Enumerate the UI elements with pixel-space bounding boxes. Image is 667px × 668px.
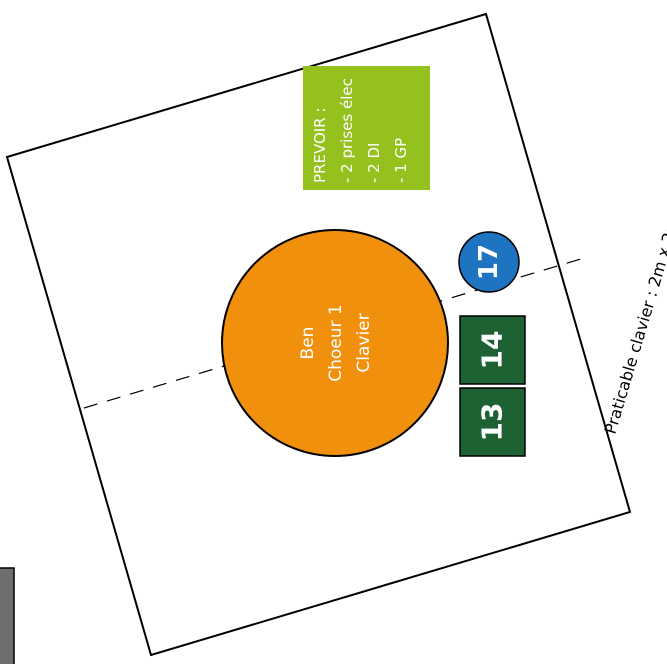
marker-13-box (459, 387, 526, 457)
performer-role: Choeur 1 (326, 304, 346, 382)
marker-14-box (459, 315, 526, 385)
performer-instrument: Clavier (354, 313, 374, 372)
prevoir-item-di: - 2 DI (365, 143, 383, 183)
marker-17-circle (458, 231, 520, 293)
riser-caption: Praticable clavier : 2m x 2m x 0,3m (env… (601, 108, 667, 436)
marker-17-label: 17 (474, 244, 504, 280)
marker-14-label: 14 (476, 331, 509, 370)
prevoir-item-power: - 2 prises élec (338, 78, 356, 183)
performer-circle (221, 229, 449, 457)
performer-name: Ben (298, 327, 318, 360)
prevoir-item-gp: - 1 GP (392, 138, 410, 183)
performer-label: Ben Choeur 1 Clavier (298, 304, 374, 382)
prevoir-box (303, 66, 430, 190)
side-box (0, 567, 15, 668)
marker-13-label: 13 (476, 403, 509, 442)
prevoir-title: PREVOIR : (311, 108, 329, 183)
